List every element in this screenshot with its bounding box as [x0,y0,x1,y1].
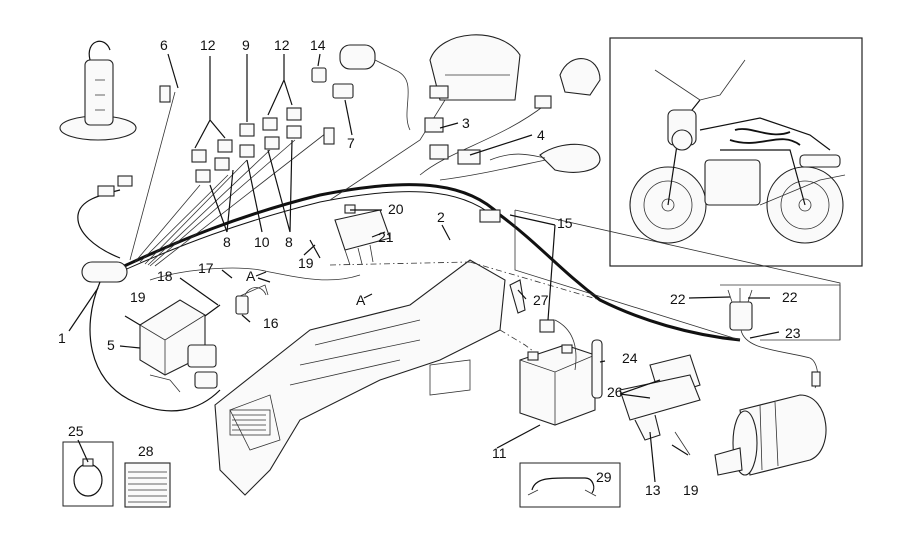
callout-8b: 8 [285,234,293,250]
callout-12a: 12 [200,37,216,53]
section-mark-a2: A [356,292,366,308]
battery-icon [519,319,596,426]
callout-19c: 19 [683,482,699,498]
leader-lines [68,53,780,483]
callout-25: 25 [68,423,84,439]
callout-2: 2 [437,209,445,225]
callout-8a: 8 [223,234,231,250]
callout-12b: 12 [274,37,290,53]
connector-cluster [159,67,354,183]
fuse-box [334,204,391,266]
starter-relay-bracket [619,354,701,456]
callout-11: 11 [492,445,507,461]
battery-support-bar [591,339,603,399]
main-harness [81,91,741,412]
cable-tie-icon [62,441,114,507]
battery-strap-spare [519,462,621,508]
callout-1: 1 [58,330,66,346]
motorcycle-inset [609,37,863,267]
screw-19b [309,239,321,259]
callout-21: 21 [378,229,394,245]
callout-labels: 1 2 3 4 5 6 7 8 8 9 10 11 12 12 13 14 15… [58,37,801,498]
callout-4: 4 [537,127,545,143]
callout-15: 15 [557,215,573,231]
callout-13: 13 [645,482,661,498]
callout-24: 24 [622,350,638,366]
section-mark-a1: A [246,268,256,284]
label-sheet-icon [124,462,171,508]
callout-3: 3 [462,115,470,131]
screw-19c [671,444,689,456]
callout-27: 27 [533,292,549,308]
callout-19a: 19 [130,289,146,305]
fuel-pump-icon [59,40,137,259]
sidestand-switch [235,295,249,315]
motorcycle-inset-icon [629,59,846,244]
headlight-icon [339,34,601,165]
callout-9: 9 [242,37,250,53]
screw-18 [204,304,221,317]
callout-23: 23 [785,325,801,341]
callout-26: 26 [607,384,623,400]
callout-18: 18 [157,268,173,284]
starter-motor-icon [714,394,827,476]
callout-14: 14 [310,37,326,53]
callout-7: 7 [347,135,355,151]
voltage-regulator [139,299,218,393]
sensor-connector [727,288,821,389]
callout-19b: 19 [298,255,314,271]
callout-10: 10 [254,234,270,250]
callout-28: 28 [138,443,154,459]
callout-22a: 22 [670,291,686,307]
callout-16: 16 [263,315,279,331]
callout-29: 29 [596,469,612,485]
callout-22b: 22 [782,289,798,305]
callout-6: 6 [160,37,168,53]
callout-17: 17 [198,260,214,276]
screw-19a [124,315,141,326]
rear-frame [214,259,601,496]
taillight-icon [479,143,601,223]
callout-5: 5 [107,337,115,353]
callout-20: 20 [388,201,404,217]
section-arrows [255,271,373,299]
battery-strap [509,279,526,314]
